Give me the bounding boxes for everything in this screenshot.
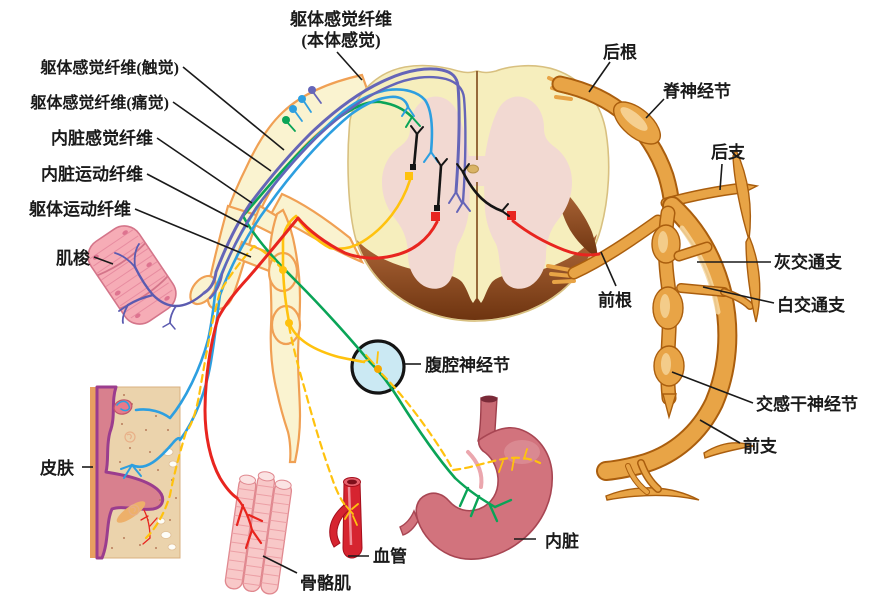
rib-crescent-lower-right — [703, 442, 756, 459]
ventral-brown-region — [357, 234, 597, 321]
leader-pain — [172, 101, 272, 172]
leader-muscle-spindle — [93, 256, 114, 265]
label-proprioception-line2: (本体感觉) — [301, 30, 380, 50]
skeletal-muscle-block — [224, 471, 293, 595]
skin-red-nerve-twigs — [140, 509, 158, 545]
trunk-ganglion-1-highlight — [658, 231, 668, 253]
muscle-spindle-block — [87, 225, 206, 330]
rib-crescent-mid — [745, 234, 761, 323]
motor-endplate-branches — [235, 496, 264, 550]
visceral-sensory-terminal — [405, 116, 421, 128]
leader-posterior-root — [588, 61, 611, 93]
spinal-ganglion-highlight — [620, 107, 648, 131]
postganglionic-to-vessel — [287, 324, 347, 507]
somatic-motor-fiber-left — [203, 216, 439, 500]
stomach — [399, 395, 553, 560]
label-sympathetic-ganglion: 交感干神经节 — [756, 394, 858, 414]
spinal-nerve-sheath — [189, 73, 374, 464]
proprioceptive-fiber-2 — [208, 75, 467, 300]
interneurons — [410, 125, 510, 217]
dermis-speckles — [111, 394, 177, 549]
bottom-connector-fill — [638, 460, 661, 492]
trunk-ganglion-3-highlight — [661, 353, 671, 375]
label-gray-ramus: 灰交通支 — [774, 252, 843, 272]
label-blood-vessel: 血管 — [373, 546, 407, 566]
label-touch-fiber: 躯体感觉纤维(触觉) — [39, 58, 179, 77]
central-canal — [467, 164, 479, 174]
leader-skeletal-muscle — [262, 555, 298, 574]
ganglion-cell-knobs — [282, 86, 322, 132]
epidermis — [95, 385, 165, 560]
touch-receptor-coil — [116, 400, 131, 412]
leader-posterior-branch — [719, 163, 723, 191]
text-labels: 躯体感觉纤维 (本体感觉) 躯体感觉纤维(触觉) 躯体感觉纤维(痛觉) 内脏感觉… — [28, 9, 858, 593]
leader-somatic-motor — [134, 208, 252, 258]
label-visceral-sensory-fiber: 内脏感觉纤维 — [51, 128, 153, 148]
visceral-motor-soma — [405, 172, 413, 180]
motor-soma-right — [507, 211, 516, 220]
stomach-green-branches — [453, 476, 513, 523]
sweat-glands — [124, 431, 140, 516]
rib-crescent-bottom — [605, 487, 700, 501]
label-pain-fiber: 躯体感觉纤维(痛觉) — [29, 93, 169, 112]
label-somatic-motor-fiber: 躯体运动纤维 — [28, 199, 131, 219]
anterior-root-nerve-fill — [569, 216, 663, 278]
label-proprioception-line1: 躯体感觉纤维 — [289, 9, 392, 29]
gray-matter-left-wing — [382, 96, 470, 289]
label-white-ramus: 白交通支 — [777, 295, 846, 315]
leader-spinal-ganglion — [645, 98, 665, 119]
pain-fiber-terminal — [120, 106, 415, 479]
bottom-connector-2-fill — [626, 464, 649, 494]
visceral-motor-fiber — [281, 178, 412, 364]
label-posterior-root: 后根 — [603, 42, 637, 62]
white-ramus-band-fill — [677, 284, 728, 296]
leader-touch — [182, 66, 285, 151]
vessel-sympathetic-twigs — [344, 503, 359, 526]
label-anterior-branch: 前支 — [743, 436, 778, 456]
skin-left-strip — [90, 387, 97, 558]
celiac-neuron — [360, 351, 382, 373]
spindle-nerve — [114, 243, 206, 330]
label-muscle-spindle: 肌梭 — [56, 248, 91, 268]
right-golden-nerves — [546, 75, 761, 501]
leader-visceral-sensory — [156, 137, 253, 204]
trunk-ganglion-2-highlight — [660, 294, 670, 318]
nerve-fibers — [120, 67, 601, 550]
leader-lines — [82, 51, 775, 574]
gray-matter-right-wing — [484, 96, 572, 289]
blood-vessel — [329, 477, 363, 559]
label-spinal-ganglion: 脊神经节 — [662, 81, 731, 101]
somatic-motor-fiber-right — [511, 219, 601, 257]
proprioceptive-terminals — [448, 191, 471, 213]
postganglionic-to-skin — [144, 244, 285, 540]
trunk-synapse-2 — [285, 319, 293, 327]
gray-ramus-band-fill — [675, 243, 711, 260]
pain-fiber — [130, 95, 410, 468]
label-visceral-motor-fiber: 内脏运动纤维 — [41, 164, 143, 184]
label-viscera: 内脏 — [545, 531, 579, 551]
leader-sympathetic-ganglion — [671, 371, 754, 404]
postganglionic-to-stomach — [380, 372, 542, 472]
rib-crescent-upper — [732, 148, 752, 241]
label-anterior-root: 前根 — [598, 290, 632, 310]
trunk-tip — [662, 393, 677, 420]
anterior-branch-highlight — [679, 225, 721, 315]
label-skeletal-muscle: 骨骼肌 — [300, 573, 351, 593]
label-posterior-branch: 后支 — [711, 142, 746, 162]
leader-white-ramus — [702, 286, 775, 304]
label-celiac-ganglion: 腹腔神经节 — [425, 355, 510, 375]
stomach-yellow-twigs — [498, 448, 528, 473]
leader-anterior-branch — [699, 419, 741, 444]
leader-proprio — [336, 51, 363, 81]
leader-visceral-motor — [146, 173, 249, 228]
skin-block — [90, 385, 181, 560]
motor-soma-left — [431, 212, 440, 221]
leader-anterior-root — [600, 251, 617, 287]
label-skin: 皮肤 — [40, 458, 75, 478]
